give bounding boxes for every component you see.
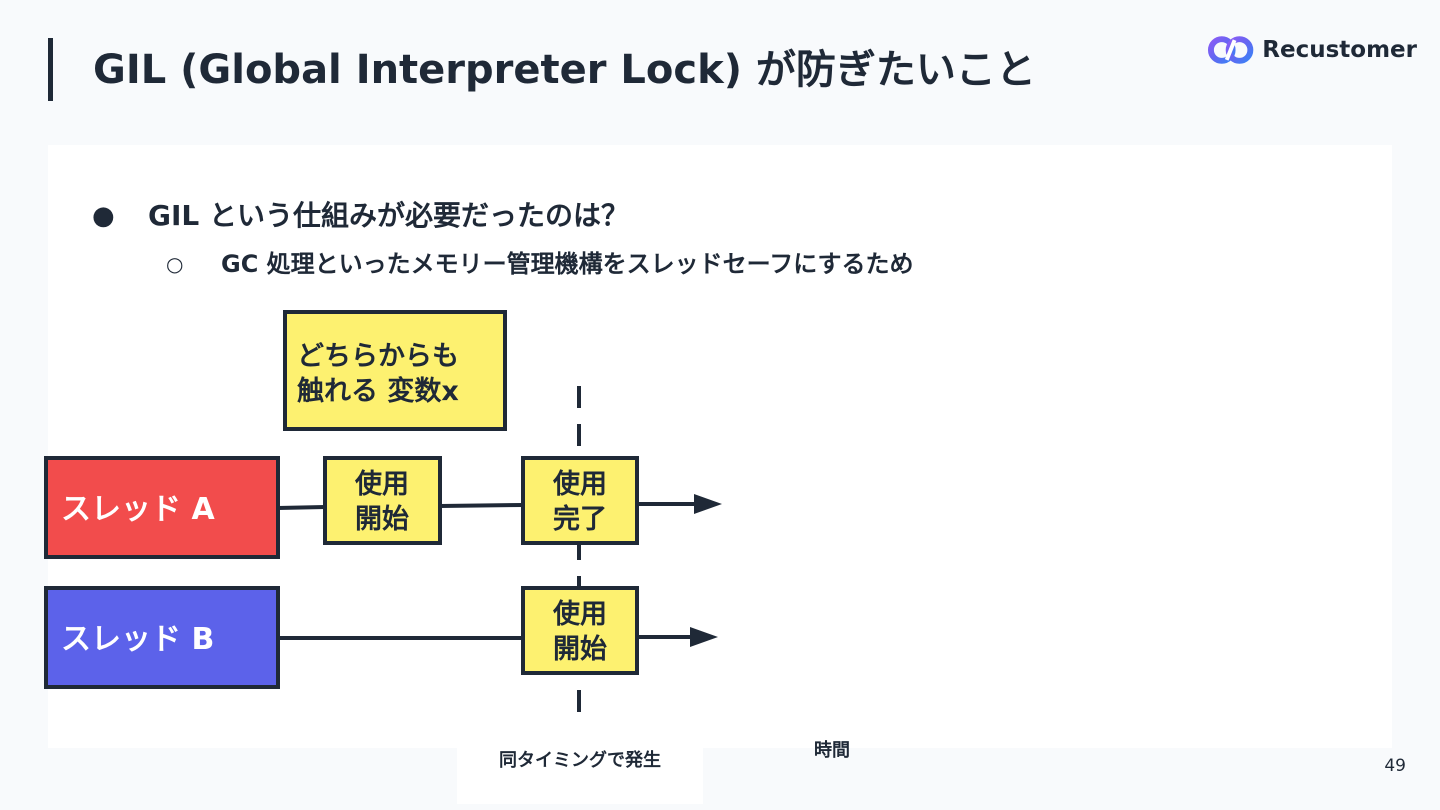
bullet-level-1: ● GIL という仕組みが必要だったのは？ [92,196,629,236]
bullet-text: GC 処理といったメモリー管理機構をスレッドセーフにするため [221,250,914,278]
time-axis-label: 時間 [814,740,850,761]
event-line-2: 開始 [553,633,607,665]
bullet-level-2: ○ GC 処理といったメモリー管理機構をスレッドセーフにするため [166,246,913,282]
thread-a-box: スレッド A [44,456,280,559]
event-line-1: 使用 [552,469,607,500]
thread-a-label: スレッド A [61,492,215,527]
event-line-1: 使用 [552,599,607,630]
event-thread-a-end: 使用 完了 [521,456,639,545]
event-thread-b-start: 使用 開始 [521,586,639,675]
note-line-1: どちらからも [297,341,459,372]
shared-variable-note: どちらからも 触れる 変数x [283,310,507,431]
thread-a-timeline [439,503,524,508]
bullet-text: GIL という仕組みが必要だったのは？ [148,199,629,232]
bullet-dot-icon: ● [92,201,115,231]
thread-b-label: スレッド B [61,622,214,657]
thread-a-arrowhead-icon [694,494,722,514]
thread-a-timeline [277,505,326,510]
event-line-2: 完了 [553,503,607,535]
timing-note-label: 同タイミングで発生 [499,750,661,771]
infinity-logo-icon [1207,36,1254,64]
title-accent-bar [48,38,53,101]
brand-logo: Recustomer [1207,30,1417,70]
thread-b-arrowhead-icon [690,627,718,647]
timing-note-box [457,734,703,804]
event-thread-a-start: 使用 開始 [323,456,442,545]
logo-text: Recustomer [1262,37,1417,63]
page-number: 49 [1384,756,1406,776]
thread-b-box: スレッド B [44,586,280,689]
event-line-2: 開始 [355,503,409,535]
page-title: GIL (Global Interpreter Lock) が防ぎたいこと [93,47,1036,93]
bullet-circle-icon: ○ [166,252,184,276]
event-line-1: 使用 [354,469,409,500]
note-line-2: 触れる 変数x [297,375,459,407]
